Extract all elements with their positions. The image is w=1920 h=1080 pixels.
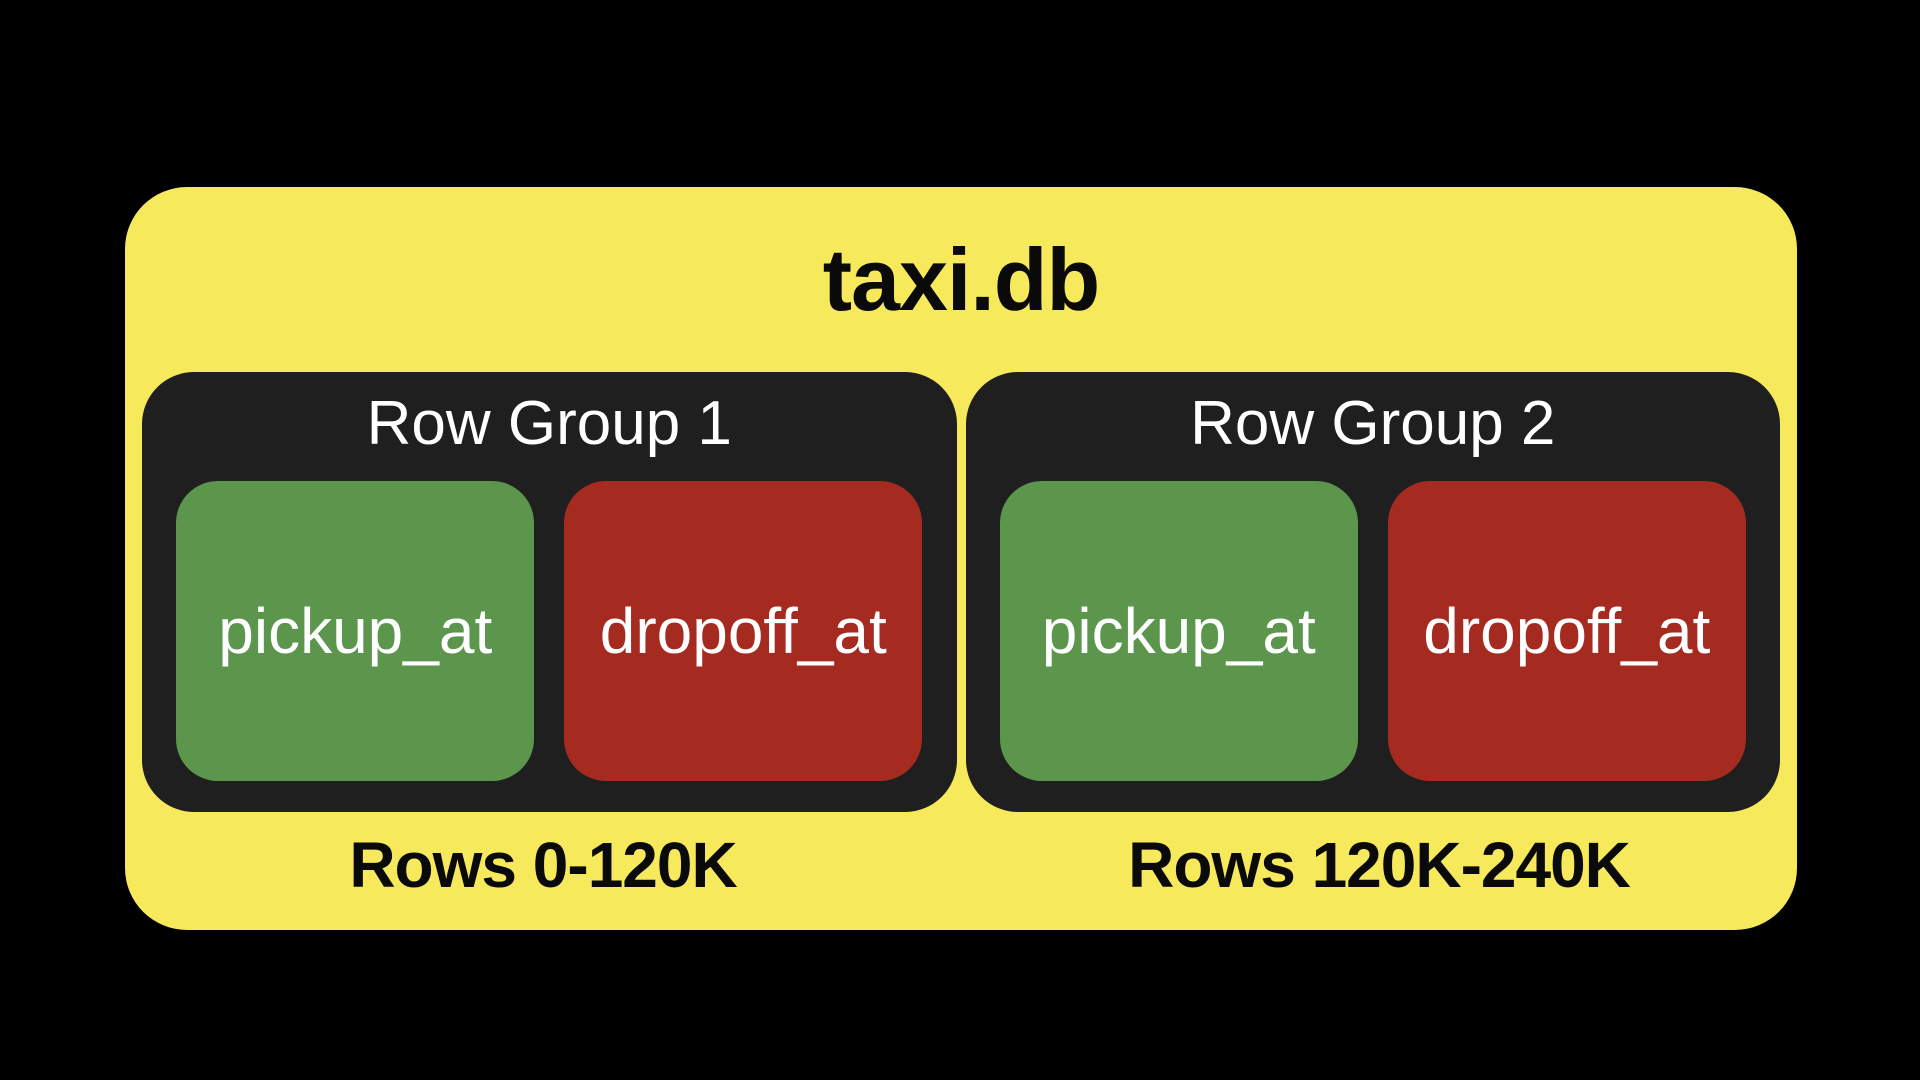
database-file-title: taxi.db	[822, 229, 1101, 329]
database-file-container: taxi.db Row Group 1 pickup_at dropoff_at…	[125, 187, 1797, 930]
column-chunk-dropoff-at-1: dropoff_at	[564, 481, 923, 782]
row-group-2-columns: pickup_at dropoff_at	[999, 481, 1746, 782]
row-group-1: Row Group 1 pickup_at dropoff_at	[142, 372, 957, 812]
row-range-label-1: Rows 0-120K	[349, 829, 737, 901]
row-group-1-title: Row Group 1	[366, 389, 732, 458]
column-chunk-dropoff-at-2: dropoff_at	[1387, 481, 1746, 782]
column-chunk-pickup-at-2: pickup_at	[999, 481, 1358, 782]
row-group-2: Row Group 2 pickup_at dropoff_at	[965, 372, 1780, 812]
row-group-2-title: Row Group 2	[1190, 389, 1556, 458]
row-range-label-2: Rows 120K-240K	[1128, 829, 1631, 901]
row-groups-row: Row Group 1 pickup_at dropoff_at Row Gro…	[125, 372, 1797, 812]
column-chunk-pickup-at-1: pickup_at	[176, 481, 535, 782]
row-range-labels: Rows 0-120K Rows 120K-240K	[125, 828, 1797, 930]
row-group-1-columns: pickup_at dropoff_at	[176, 481, 923, 782]
